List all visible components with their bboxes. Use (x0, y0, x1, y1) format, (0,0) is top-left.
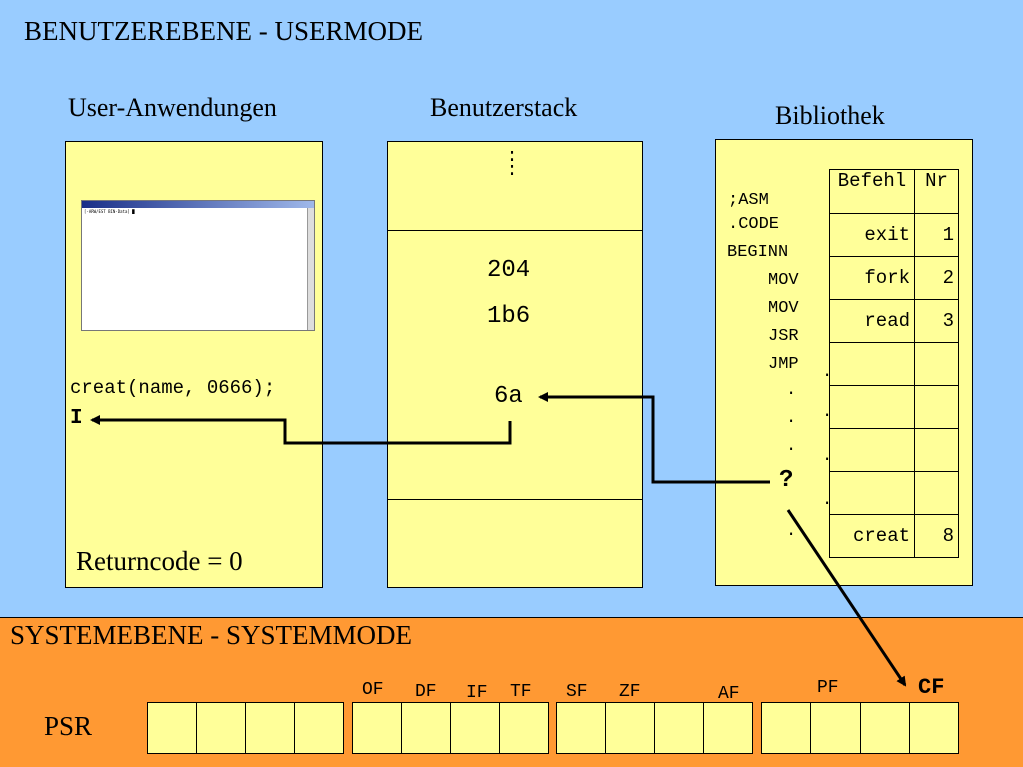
psr-bit (762, 703, 812, 753)
flag-af: AF (718, 684, 740, 704)
table-cell-cmd: read (829, 299, 915, 343)
table-dot-2: . (822, 447, 833, 466)
table-header-cmd: Befehl (829, 169, 915, 214)
user-level-title: BENUTZEREBENE - USERMODE (24, 16, 423, 46)
shell-titlebar: UNIX Shell (82, 201, 314, 215)
table-header-row: Befehl Nr (829, 169, 959, 214)
psr-register-group-2 (352, 702, 549, 754)
psr-bit-if (451, 703, 500, 753)
asm-dot-0: . (786, 381, 797, 400)
psr-register-group-1 (147, 702, 344, 754)
table-row (829, 385, 959, 429)
psr-label: PSR (44, 711, 93, 741)
shell-title: UNIX Shell (84, 210, 105, 215)
psr-bit-of (353, 703, 402, 753)
table-dot-1: . (822, 403, 833, 422)
table-cell-nr: 1 (914, 213, 959, 257)
table-cell-nr (914, 342, 959, 386)
shell-prompt: [-ARW/EST BIN-Data] █ (84, 209, 135, 214)
asm-dot-1: . (786, 409, 797, 428)
jump-arrow (538, 392, 770, 484)
flag-of: OF (362, 680, 384, 700)
flag-if: IF (466, 683, 488, 703)
stack-value-0: 204 (487, 257, 531, 284)
psr-bit (148, 703, 197, 753)
table-row (829, 471, 959, 515)
shell-scrollbar[interactable] (307, 208, 314, 330)
flag-tf: TF (510, 682, 532, 702)
psr-bit (655, 703, 704, 753)
flag-df: DF (415, 682, 437, 702)
stack-return-addr: 6a (494, 383, 523, 410)
psr-bit-zf (606, 703, 655, 753)
return-arrow (90, 415, 512, 445)
shell-window[interactable]: UNIX Shell [-ARW/EST BIN-Data] █ (81, 200, 315, 331)
table-cell-nr (914, 385, 959, 429)
flag-zf: ZF (619, 682, 641, 702)
asm-dot-final: . (786, 522, 797, 541)
psr-bit (246, 703, 295, 753)
table-dot-3: . (822, 491, 833, 510)
psr-bit-sf (557, 703, 606, 753)
table-cell-cmd: fork (829, 256, 915, 300)
table-row (829, 428, 959, 472)
psr-bit-df (402, 703, 451, 753)
psr-bit (197, 703, 246, 753)
flag-cf: CF (918, 675, 945, 700)
table-header-nr: Nr (914, 169, 959, 214)
stack-divider-top (387, 230, 643, 231)
stack-dots: : : (506, 147, 518, 181)
table-dot-0: . (822, 363, 833, 382)
psr-bit (861, 703, 910, 753)
table-cell-nr: 8 (914, 514, 959, 558)
table-cell-cmd: creat (829, 514, 915, 558)
asm-line-4: MOV (768, 299, 799, 318)
asm-line-5: JSR (768, 327, 799, 346)
asm-line-6: JMP (768, 355, 799, 374)
carry-flag-arrow (786, 509, 907, 687)
stack-divider-bottom (387, 499, 643, 500)
psr-bit-pf (811, 703, 861, 753)
stack-heading: Benutzerstack (430, 93, 578, 122)
asm-line-1: .CODE (728, 215, 780, 234)
asm-line-2: BEGINN (727, 243, 789, 262)
table-cell-nr: 3 (914, 299, 959, 343)
returncode-label: Returncode = 0 (76, 546, 243, 576)
stack-value-1: 1b6 (487, 303, 531, 330)
flag-sf: SF (566, 682, 588, 702)
system-level-title: SYSTEMEBENE - SYSTEMMODE (10, 620, 413, 650)
creat-call: creat(name, 0666); (70, 377, 276, 399)
asm-line-0: ;ASM (728, 191, 769, 210)
table-cell-nr (914, 471, 959, 515)
stack-panel (387, 141, 643, 588)
asm-line-3: MOV (768, 271, 799, 290)
psr-register-group-3 (556, 702, 753, 754)
table-cell-cmd: exit (829, 213, 915, 257)
flag-pf: PF (817, 678, 839, 698)
table-cell-nr: 2 (914, 256, 959, 300)
library-heading: Bibliothek (775, 101, 885, 130)
cursor-marker: I (70, 407, 83, 430)
user-apps-heading: User-Anwendungen (68, 93, 277, 122)
psr-register-group-4 (761, 702, 959, 754)
table-cell-nr (914, 428, 959, 472)
question-mark: ? (779, 467, 794, 494)
asm-dot-2: . (786, 437, 797, 456)
